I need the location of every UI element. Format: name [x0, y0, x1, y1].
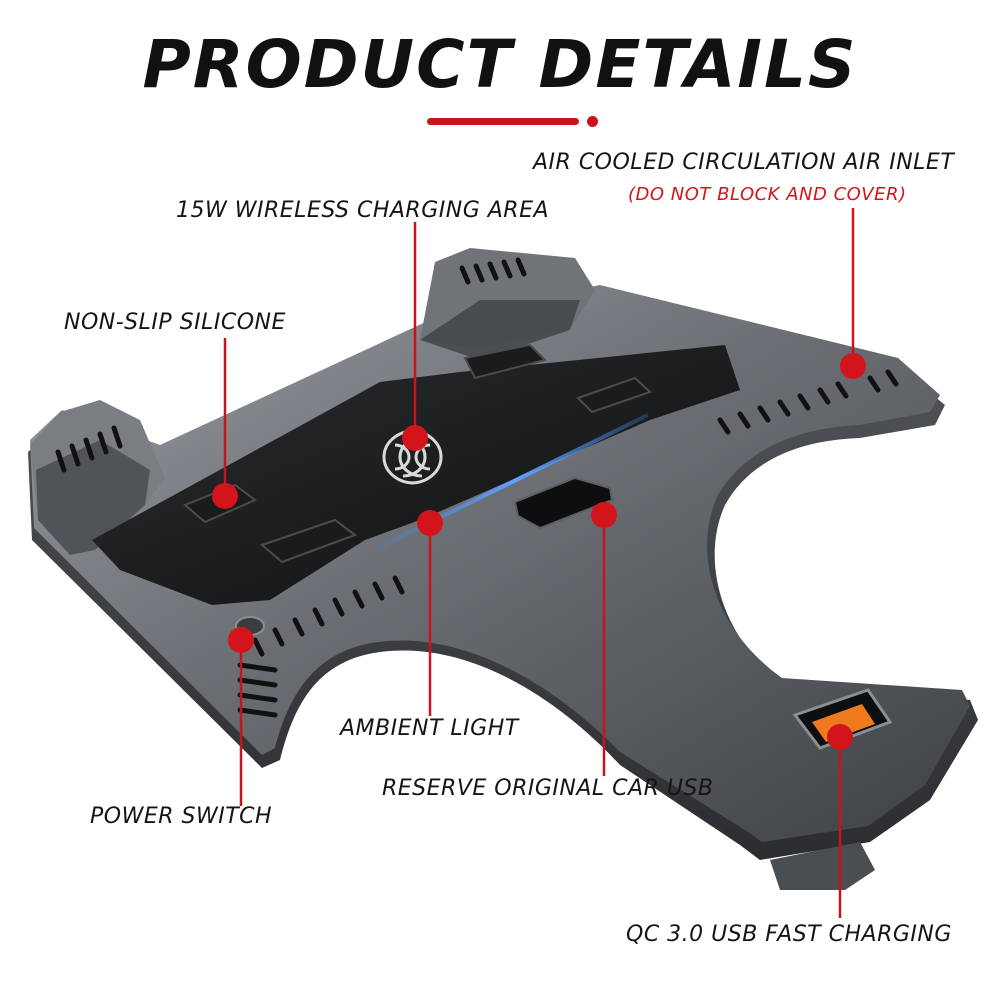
- holder-top-surface: [30, 285, 970, 842]
- label-qc-usb: QC 3.0 USB FAST CHARGING: [626, 922, 952, 947]
- label-air-inlet: AIR COOLED CIRCULATION AIR INLET: [533, 150, 955, 175]
- callout-dots: [212, 353, 866, 750]
- callout-lines: [223, 208, 855, 918]
- page-title: PRODUCT DETAILS: [142, 26, 858, 103]
- label-air-inlet-note: (DO NOT BLOCK AND COVER): [628, 184, 907, 205]
- label-wireless-area: 15W WIRELESS CHARGING AREA: [176, 198, 550, 223]
- label-reserve-usb: RESERVE ORIGINAL CAR USB: [382, 776, 714, 801]
- title-underline: [427, 118, 579, 125]
- silicone-pad-3: [576, 376, 652, 414]
- bottom-knob: [770, 842, 875, 890]
- label-power-switch: POWER SWITCH: [90, 804, 273, 829]
- silicone-pad-4: [463, 343, 547, 380]
- vents: [55, 257, 899, 718]
- label-ambient-light: AMBIENT LIGHT: [340, 716, 519, 741]
- silicone-pad-2: [260, 518, 358, 564]
- title-underline-dot: [587, 116, 598, 127]
- label-non-slip: NON-SLIP SILICONE: [64, 310, 286, 335]
- reserve-usb-slot: [513, 476, 614, 530]
